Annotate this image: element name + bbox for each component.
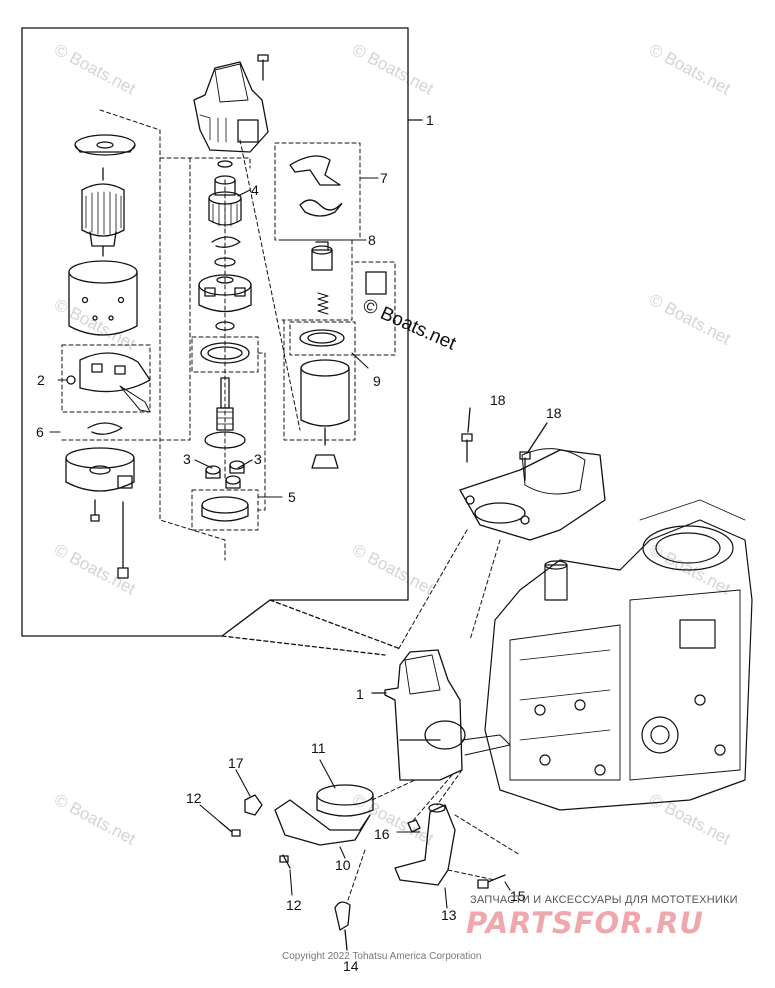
engine-block [484, 499, 753, 811]
output-shaft [204, 377, 246, 449]
callout-12: 12 [186, 790, 202, 806]
front-housing [193, 61, 269, 153]
clip [244, 794, 263, 816]
callout-6: 6 [36, 424, 44, 440]
callout-14: 14 [343, 958, 359, 974]
solenoid [300, 359, 350, 469]
through-bolt [90, 499, 129, 579]
callout-13: 13 [441, 907, 457, 923]
callout-12: 12 [286, 897, 302, 913]
nut [407, 819, 421, 833]
band-holder [274, 799, 371, 846]
terminal-cap [334, 901, 351, 931]
callout-3: 3 [183, 451, 191, 467]
plunger [311, 241, 333, 271]
callout-8: 8 [368, 232, 376, 248]
bolt [257, 54, 269, 81]
bolt [477, 874, 506, 889]
shift-lever [289, 155, 341, 186]
starter-motor [371, 649, 511, 781]
return-spring [317, 292, 329, 315]
exploded-view-frame [21, 27, 409, 637]
callout-3: 3 [254, 451, 262, 467]
retaining-ring [211, 236, 241, 248]
store-logo: PARTSFOR.RU [466, 906, 704, 940]
callout-15: 15 [510, 888, 526, 904]
zoom-line [221, 635, 386, 656]
callout-2: 2 [37, 372, 45, 388]
end-frame [65, 447, 135, 492]
lever-spring [299, 199, 343, 217]
callout-1: 1 [356, 686, 364, 702]
callout-7: 7 [380, 170, 388, 186]
armature-plate [74, 134, 136, 156]
callout-10: 10 [335, 857, 351, 873]
callout-18: 18 [546, 405, 562, 421]
copyright-text: Copyright 2022 Tohatsu America Corporati… [282, 951, 482, 962]
gasket [200, 342, 250, 364]
armature [81, 167, 125, 257]
cable-cover [394, 804, 456, 886]
brush-holder [79, 352, 151, 413]
zoom-line [269, 599, 399, 649]
circlip [87, 422, 123, 435]
pinion-gear [208, 175, 242, 228]
gear-carrier [198, 274, 252, 313]
callout-16: 16 [374, 826, 390, 842]
yoke [68, 260, 138, 336]
bolt [461, 433, 531, 481]
bracket [459, 448, 606, 541]
callout-5: 5 [288, 489, 296, 505]
callout-4: 4 [251, 182, 259, 198]
callout-18: 18 [490, 392, 506, 408]
callout-17: 17 [228, 755, 244, 771]
callout-11: 11 [311, 740, 326, 756]
callout-9: 9 [373, 373, 381, 389]
store-caption: ЗАПЧАСТИ И АКСЕССУАРЫ ДЛЯ МОТОТЕХНИКИ [470, 894, 738, 906]
rubber-band [316, 784, 374, 817]
internal-gear [201, 496, 249, 522]
bolt [219, 821, 291, 869]
callout-1: 1 [426, 112, 434, 128]
